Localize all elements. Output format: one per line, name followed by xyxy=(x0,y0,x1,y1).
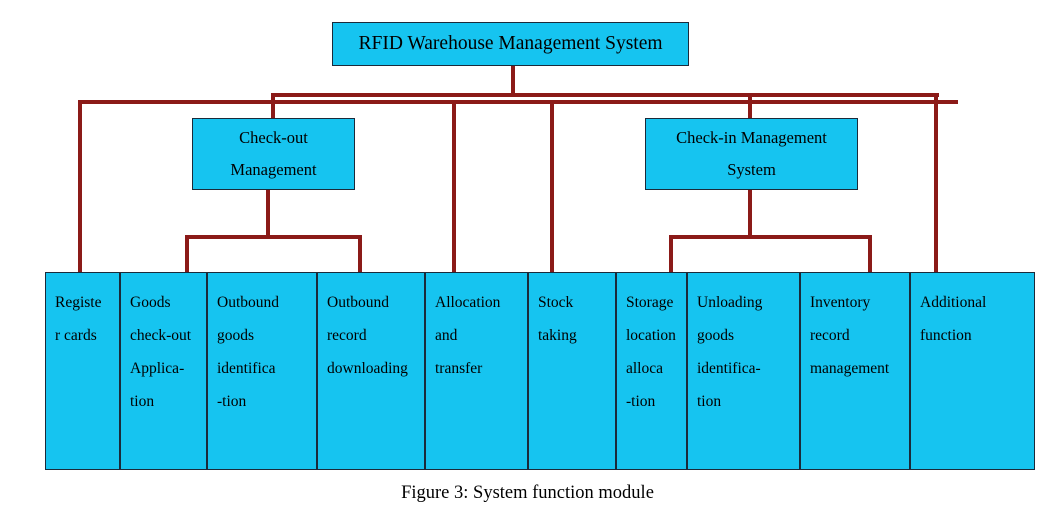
node-label-line-4: tion xyxy=(697,392,722,410)
node-label-line-2: and xyxy=(435,326,458,344)
connector-root-drop xyxy=(511,66,515,95)
node-register-cards[interactable]: Registe r cards xyxy=(45,272,120,470)
node-check-in-management-system[interactable]: Check-in Management System xyxy=(645,118,858,190)
node-label-line-2: System xyxy=(727,160,776,179)
node-label-line-2: goods xyxy=(217,326,255,344)
node-rfid-warehouse-management-system[interactable]: RFID Warehouse Management System xyxy=(332,22,689,66)
node-stock-taking[interactable]: Stock taking xyxy=(528,272,616,470)
node-label-line-2: taking xyxy=(538,326,577,344)
node-unloading-goods-identification[interactable]: Unloading goods identifica-tion xyxy=(687,272,800,470)
node-label-line-1: Allocation xyxy=(435,294,501,311)
connector-drop-inventory-record-management xyxy=(868,235,872,273)
connector-check-in-bus xyxy=(669,235,872,239)
node-check-out-management[interactable]: Check-out Management xyxy=(192,118,355,190)
node-label-line-1: Registe xyxy=(55,294,102,311)
node-label-line-1: Storage xyxy=(626,294,674,311)
connector-lower-bus xyxy=(78,100,958,104)
connector-drop-outbound-goods-identification xyxy=(358,235,362,273)
node-outbound-goods-identification[interactable]: Outbound goods identifica -tion xyxy=(207,272,317,470)
figure-caption: Figure 3: System function module xyxy=(401,483,654,503)
node-label-line-2: goods xyxy=(697,326,735,344)
node-label: RFID Warehouse Management System xyxy=(358,32,663,54)
node-label-line-2: function xyxy=(920,326,972,344)
connector-drop-storage-location-allocation xyxy=(669,235,673,273)
node-label-line-1: Outbound xyxy=(217,294,279,311)
connector-drop-stock-taking xyxy=(550,100,554,273)
node-additional-function[interactable]: Additional function xyxy=(910,272,1035,470)
node-allocation-and-transfer[interactable]: Allocation and transfer xyxy=(425,272,528,470)
connector-drop-goods-check-out-application xyxy=(185,235,189,273)
node-label-line-3: identifica- xyxy=(697,359,761,377)
node-label-line-2: record xyxy=(810,326,850,344)
node-label-line-1: Goods xyxy=(130,294,171,311)
node-label-line-3: downloading xyxy=(327,359,408,377)
connector-check-out-stem xyxy=(266,190,270,238)
node-label-line-3: alloca xyxy=(626,359,664,377)
node-label-line-4: tion xyxy=(130,392,155,410)
node-inventory-record-management[interactable]: Inventory record management xyxy=(800,272,910,470)
node-label-line-1: Outbound xyxy=(327,294,389,311)
node-label-line-2: r cards xyxy=(55,326,97,344)
node-label-line-1: Unloading xyxy=(697,294,763,311)
connector-drop-register-cards xyxy=(78,100,82,273)
node-label-line-2: check-out xyxy=(130,326,192,344)
connector-drop-allocation-transfer xyxy=(452,100,456,273)
node-label-line-1: Check-out xyxy=(239,127,308,147)
connector-upper-bus xyxy=(271,93,939,97)
node-label-line-3: Applica- xyxy=(130,359,185,377)
node-label-line-1: Additional xyxy=(920,294,987,311)
connector-drop-additional-function xyxy=(934,93,938,273)
node-label-line-2: record xyxy=(327,326,367,344)
node-label-line-1: Inventory xyxy=(810,294,871,311)
node-label-line-4: -tion xyxy=(217,392,247,410)
node-label-line-3: management xyxy=(810,359,890,377)
node-outbound-record-downloading[interactable]: Outbound record downloading xyxy=(317,272,425,470)
connector-drop-check-in xyxy=(748,93,752,119)
connector-check-out-bus xyxy=(185,235,362,239)
node-label-line-3: identifica xyxy=(217,359,276,377)
node-label-line-1: Stock xyxy=(538,294,574,311)
node-label-line-1: Check-in Management xyxy=(676,127,827,147)
connector-drop-check-out xyxy=(271,93,275,119)
connector-drop-outbound-record-downloading xyxy=(358,262,362,273)
node-label-line-4: -tion xyxy=(626,392,656,410)
node-storage-location-allocation[interactable]: Storage location alloca -tion xyxy=(616,272,687,470)
node-label-line-2: location xyxy=(626,326,676,344)
connector-check-in-stem xyxy=(748,190,752,238)
node-label-line-2: Management xyxy=(230,160,317,179)
node-label-line-3: transfer xyxy=(435,359,483,377)
